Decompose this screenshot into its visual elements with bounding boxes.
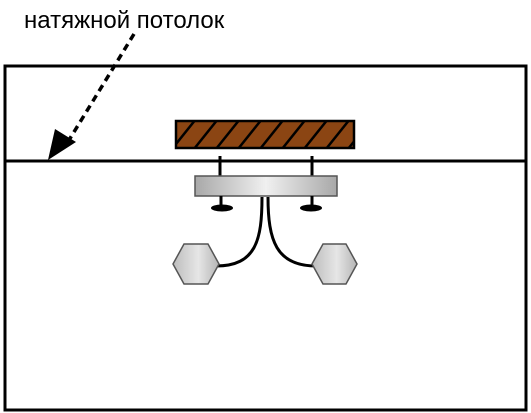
lamp-left-icon xyxy=(172,243,220,285)
wire-left xyxy=(215,196,264,268)
fixture-plate xyxy=(194,175,338,197)
pointer-arrow-icon xyxy=(48,33,136,160)
mounting-bar xyxy=(174,119,356,150)
ceiling-label: натяжной потолок xyxy=(24,7,225,34)
screw-left-icon xyxy=(211,196,233,212)
wire-right xyxy=(266,196,317,268)
screw-right-icon xyxy=(300,196,322,212)
room-outline xyxy=(3,64,528,412)
lamp-right-icon xyxy=(311,243,358,285)
